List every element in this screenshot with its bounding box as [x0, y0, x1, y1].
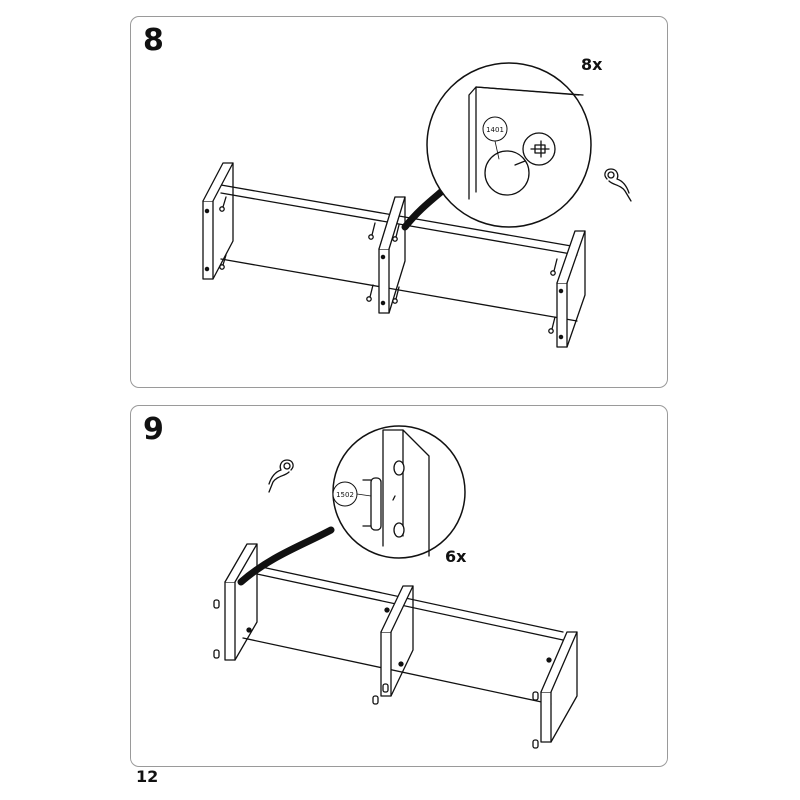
step-9-illustration: 1502	[213, 425, 578, 749]
dowel-group	[213, 599, 539, 749]
part-code-label: 1502	[336, 491, 354, 499]
quantity-label: 6x	[445, 547, 467, 566]
step-8-illustration: 1401	[202, 62, 632, 348]
hand-pinch-icon	[604, 168, 632, 202]
page-number: 12	[136, 767, 159, 786]
hand-pinch-icon	[268, 459, 294, 493]
quantity-label: 8x	[581, 55, 603, 74]
step-8-panel: 8 8x	[130, 16, 668, 388]
cam-bolt-group	[219, 196, 558, 334]
part-code-label: 1401	[486, 126, 504, 134]
step-number: 9	[143, 412, 164, 447]
step-9-panel: 9 6x	[130, 405, 668, 767]
step-number: 8	[143, 23, 164, 58]
